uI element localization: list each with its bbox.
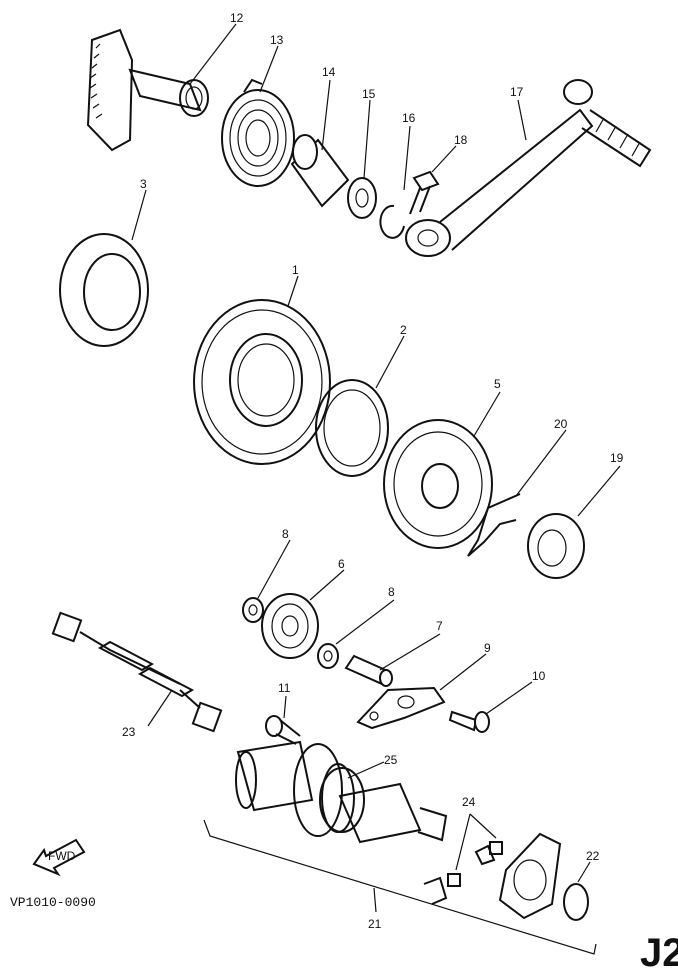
label-18: 18 (454, 133, 468, 147)
kick-spring (221, 78, 295, 187)
label-15: 15 (362, 87, 376, 101)
label-12: 12 (230, 11, 244, 25)
label-3: 3 (140, 177, 147, 191)
part-labels: 12 13 14 15 16 18 17 3 1 2 5 20 19 8 6 8… (122, 11, 624, 931)
o-ring-25 (321, 763, 355, 833)
washer-15 (347, 177, 377, 219)
label-23: 23 (122, 725, 136, 739)
starter-motor (235, 740, 448, 844)
end-cover (423, 832, 562, 920)
bolt-11 (265, 715, 301, 745)
label-17: 17 (510, 85, 524, 99)
leader-lines (131, 23, 621, 913)
screw-10 (448, 710, 490, 733)
label-8a: 8 (282, 527, 289, 541)
fwd-arrow-icon: FWD (32, 838, 86, 877)
label-6: 6 (338, 557, 345, 571)
kick-crank (405, 79, 652, 257)
bracket-21 (203, 819, 597, 955)
label-10: 10 (532, 669, 546, 683)
idler-gear-19 (527, 513, 585, 579)
washer-8b (317, 643, 339, 669)
plate-9 (356, 686, 446, 730)
label-24: 24 (462, 795, 476, 809)
spring-clip (467, 493, 521, 557)
washer-8a (242, 597, 264, 623)
lead-wire-23 (51, 611, 223, 733)
label-22: 22 (586, 849, 600, 863)
circlip-16 (379, 204, 405, 239)
collar (290, 134, 350, 208)
label-19: 19 (610, 451, 624, 465)
fwd-label: FWD (48, 849, 76, 863)
label-14: 14 (322, 65, 336, 79)
label-25: 25 (384, 753, 398, 767)
drawing-code: VP1010-0090 (10, 895, 96, 910)
label-8b: 8 (388, 585, 395, 599)
label-5: 5 (494, 377, 501, 391)
needle-bearing (315, 379, 389, 477)
label-11: 11 (278, 681, 291, 695)
label-7: 7 (436, 619, 443, 633)
label-1: 1 (292, 263, 299, 277)
label-16: 16 (402, 111, 416, 125)
kick-shaft-gear (86, 28, 209, 152)
label-9: 9 (484, 641, 491, 655)
label-20: 20 (554, 417, 568, 431)
label-21: 21 (368, 917, 382, 931)
label-13: 13 (270, 33, 284, 47)
starter-wheel-gear (193, 299, 331, 465)
o-ring-22 (563, 883, 589, 921)
label-2: 2 (400, 323, 407, 337)
brushes-24 (447, 841, 503, 887)
gear-6 (261, 593, 319, 659)
page-ref: J2 (640, 931, 678, 970)
bolt-18 (409, 170, 440, 215)
shaft-7 (344, 654, 393, 687)
starter-clutch (383, 419, 493, 549)
ring-3 (59, 233, 149, 347)
